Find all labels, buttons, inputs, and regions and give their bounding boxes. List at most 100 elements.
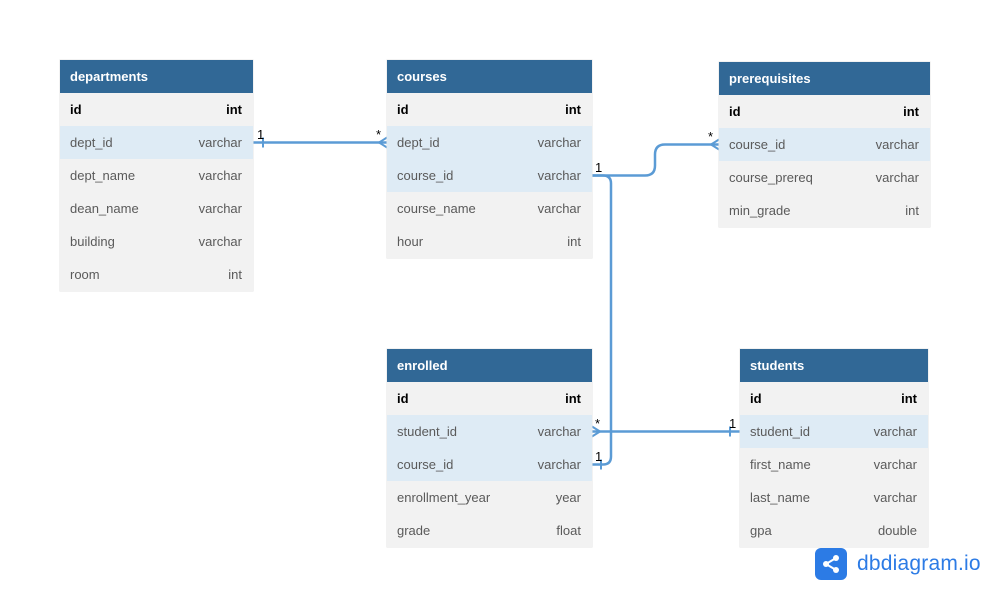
column-type: int — [228, 267, 242, 282]
column-type: varchar — [198, 168, 242, 183]
column-name: course_id — [397, 168, 454, 183]
column-type: varchar — [873, 490, 917, 505]
cardinality-label: * — [708, 128, 714, 144]
table-header[interactable]: students — [740, 349, 928, 382]
column-row-building[interactable]: building varchar — [60, 225, 253, 258]
column-row-course-id[interactable]: course_id varchar — [387, 159, 592, 192]
column-type: varchar — [198, 201, 242, 216]
brand-watermark[interactable]: dbdiagram.io — [815, 548, 981, 580]
column-name: course_id — [397, 457, 454, 472]
column-type: int — [565, 102, 581, 117]
column-type: varchar — [537, 201, 581, 216]
column-row-grade[interactable]: grade float — [387, 514, 592, 547]
column-row-first-name[interactable]: first_name varchar — [740, 448, 928, 481]
column-name: id — [70, 102, 82, 117]
column-row-room[interactable]: room int — [60, 258, 253, 291]
column-row-id[interactable]: id int — [740, 382, 928, 415]
column-type: varchar — [873, 457, 917, 472]
column-row-dept-id[interactable]: dept_id varchar — [387, 126, 592, 159]
table-header[interactable]: prerequisites — [719, 62, 930, 95]
column-type: float — [556, 523, 581, 538]
column-name: building — [70, 234, 115, 249]
column-name: id — [397, 102, 409, 117]
share-nodes-icon — [815, 548, 847, 580]
cardinality-label: 1 — [729, 415, 737, 431]
column-type: varchar — [198, 234, 242, 249]
cardinality-label: * — [595, 415, 601, 431]
column-name: dept_name — [70, 168, 136, 183]
brand-name: dbdiagram.io — [857, 552, 981, 575]
column-row-dean-name[interactable]: dean_name varchar — [60, 192, 253, 225]
column-name: dept_id — [397, 135, 440, 150]
column-type: varchar — [537, 457, 581, 472]
column-row-student-id[interactable]: student_id varchar — [387, 415, 592, 448]
column-row-id[interactable]: id int — [387, 93, 592, 126]
column-row-course-id[interactable]: course_id varchar — [719, 128, 930, 161]
column-type: int — [226, 102, 242, 117]
column-type: year — [555, 490, 581, 505]
column-type: int — [903, 104, 919, 119]
column-name: id — [397, 391, 409, 406]
column-name: last_name — [750, 490, 810, 505]
table-header[interactable]: courses — [387, 60, 592, 93]
column-name: hour — [397, 234, 424, 249]
cardinality-label: 1 — [257, 126, 265, 142]
column-name: gpa — [750, 523, 772, 538]
column-type: int — [901, 391, 917, 406]
many-marker — [710, 138, 720, 151]
column-row-id[interactable]: id int — [387, 382, 592, 415]
column-name: id — [750, 391, 762, 406]
column-name: room — [70, 267, 100, 282]
column-row-min-grade[interactable]: min_grade int — [719, 194, 930, 227]
column-name: min_grade — [729, 203, 791, 218]
column-type: varchar — [537, 424, 581, 439]
column-name: course_name — [397, 201, 476, 216]
column-type: int — [565, 391, 581, 406]
column-type: varchar — [198, 135, 242, 150]
column-type: varchar — [537, 168, 581, 183]
column-name: id — [729, 104, 741, 119]
column-row-id[interactable]: id int — [60, 93, 253, 126]
column-row-enrollment-year[interactable]: enrollment_year year — [387, 481, 592, 514]
cardinality-label: 1 — [595, 159, 603, 175]
column-row-course-name[interactable]: course_name varchar — [387, 192, 592, 225]
column-name: grade — [397, 523, 431, 538]
column-name: first_name — [750, 457, 811, 472]
column-name: dean_name — [70, 201, 139, 216]
column-type: varchar — [875, 137, 919, 152]
column-row-course-id[interactable]: course_id varchar — [387, 448, 592, 481]
column-name: course_id — [729, 137, 786, 152]
table-header[interactable]: enrolled — [387, 349, 592, 382]
column-type: varchar — [873, 424, 917, 439]
cardinality-label: 1 — [595, 448, 603, 464]
many-marker — [378, 136, 388, 149]
relation-courses-prerequisites[interactable] — [592, 143, 719, 177]
column-row-last-name[interactable]: last_name varchar — [740, 481, 928, 514]
column-name: course_prereq — [729, 170, 813, 185]
column-row-hour[interactable]: hour int — [387, 225, 592, 258]
column-row-dept-name[interactable]: dept_name varchar — [60, 159, 253, 192]
many-marker — [591, 425, 601, 438]
column-type: int — [905, 203, 919, 218]
table-header[interactable]: departments — [60, 60, 253, 93]
column-name: dept_id — [70, 135, 113, 150]
column-type: double — [877, 523, 917, 538]
cardinality-label: * — [376, 126, 382, 142]
column-row-dept-id[interactable]: dept_id varchar — [60, 126, 253, 159]
relation-courses-enrolled[interactable] — [592, 174, 613, 466]
column-name: student_id — [397, 424, 457, 439]
column-type: int — [567, 234, 581, 249]
column-row-gpa[interactable]: gpa double — [740, 514, 928, 547]
column-name: enrollment_year — [397, 490, 491, 505]
column-row-id[interactable]: id int — [719, 95, 930, 128]
column-type: varchar — [537, 135, 581, 150]
